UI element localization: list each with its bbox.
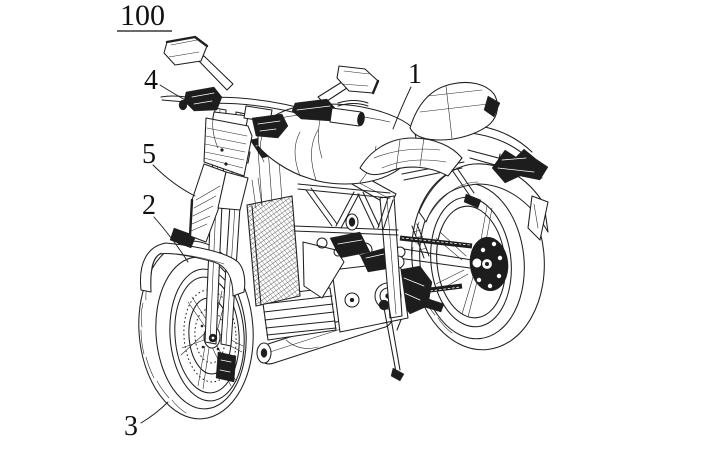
figure-reference-label: 100 [120, 0, 165, 32]
callout-2-label: 2 [142, 190, 156, 221]
right-mirror [317, 65, 380, 104]
callout-5-leader [152, 164, 196, 197]
left-handlebar-controls [160, 86, 223, 112]
reference-labels: 100 1 2 3 4 5 [117, 0, 422, 442]
handlebars-and-mirrors [160, 35, 380, 163]
callout-3-label: 3 [124, 411, 138, 442]
callout-4-label: 4 [144, 65, 158, 96]
rear-fender-and-rack [418, 123, 549, 241]
radiator [246, 147, 301, 307]
right-handlebar-controls [291, 98, 369, 127]
callout-3-leader [140, 401, 169, 424]
callout-4-leader [159, 84, 190, 103]
left-mirror [163, 35, 234, 91]
seat-and-tail [359, 81, 501, 209]
callout-2-leader [153, 216, 189, 263]
callout-1-leader [392, 86, 412, 130]
kickstand [378, 299, 405, 382]
front-cowl [188, 117, 263, 243]
callout-5-label: 5 [142, 139, 156, 170]
callout-1-label: 1 [408, 59, 422, 90]
